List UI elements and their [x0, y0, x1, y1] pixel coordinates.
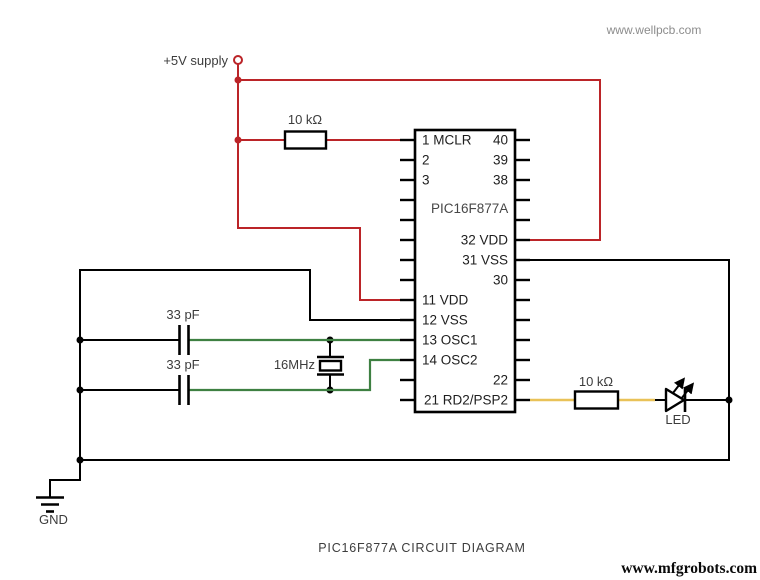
red-junction-dots — [234, 76, 242, 144]
ic-pin-label-39: 39 — [493, 153, 508, 168]
diagram-title: PIC16F877A CIRCUIT DIAGRAM — [318, 541, 525, 555]
ground-and-signal-wires-black — [49, 259, 730, 497]
pullup-resistor: 10 kΩ — [283, 112, 328, 150]
ic-pin-label-14-osc2: 14 OSC2 — [422, 353, 478, 368]
supply-label: +5V supply — [163, 53, 228, 68]
supply-terminal — [233, 55, 243, 65]
capacitor-top-label: 33 pF — [166, 307, 199, 322]
ground-symbol: GND — [36, 496, 68, 527]
ic-pin-label-1-mclr: 1 MCLR — [422, 133, 472, 148]
pullup-resistor-body — [283, 130, 328, 150]
capacitor-top: 33 pF — [166, 307, 200, 355]
ic-body — [413, 128, 517, 414]
led-resistor-label: 10 kΩ — [579, 374, 614, 389]
crystal-oscillator: 16MHz — [274, 355, 344, 376]
watermark-bottom: www.mfgrobots.com — [621, 560, 757, 577]
led-resistor-body — [573, 390, 620, 410]
ic-pin-label-31-vss: 31 VSS — [462, 253, 508, 268]
led-triangle — [664, 387, 686, 413]
capacitor-bottom: 33 pF — [166, 357, 200, 405]
ic-name-label: PIC16F877A — [431, 201, 508, 216]
ic-pin-label-32-vdd: 32 VDD — [461, 233, 509, 248]
ic-pin-label-40: 40 — [493, 133, 508, 148]
ic-chip: PIC16F877A 1 MCLR 2 3 11 VDD 12 VSS 13 O… — [400, 128, 530, 414]
ic-pin-label-22: 22 — [493, 373, 508, 388]
led-emission-arrows — [672, 377, 695, 400]
oscillator-wires-green — [188, 338, 400, 392]
crystal-body — [318, 359, 343, 372]
ic-pin-label-30: 30 — [493, 273, 508, 288]
ic-pin-label-21-rd2-psp2: 21 RD2/PSP2 — [424, 393, 508, 408]
ic-pin-label-12-vss: 12 VSS — [422, 313, 468, 328]
supply-wire-red — [233, 55, 601, 301]
ic-pin-label-3: 3 — [422, 173, 430, 188]
ground-label: GND — [39, 512, 68, 527]
ic-pin-label-38: 38 — [493, 173, 508, 188]
capacitor-bottom-label: 33 pF — [166, 357, 199, 372]
ic-pin-label-13-osc1: 13 OSC1 — [422, 333, 478, 348]
led-label: LED — [665, 412, 690, 427]
led-resistor: 10 kΩ — [573, 374, 620, 410]
ic-pin-label-2: 2 — [422, 153, 430, 168]
watermark-top: www.wellpcb.com — [606, 23, 702, 37]
pullup-resistor-label: 10 kΩ — [288, 112, 323, 127]
led: LED — [664, 377, 695, 427]
ic-pins — [400, 138, 530, 402]
ic-pin-label-11-vdd: 11 VDD — [422, 293, 469, 308]
crystal-label: 16MHz — [274, 357, 315, 372]
